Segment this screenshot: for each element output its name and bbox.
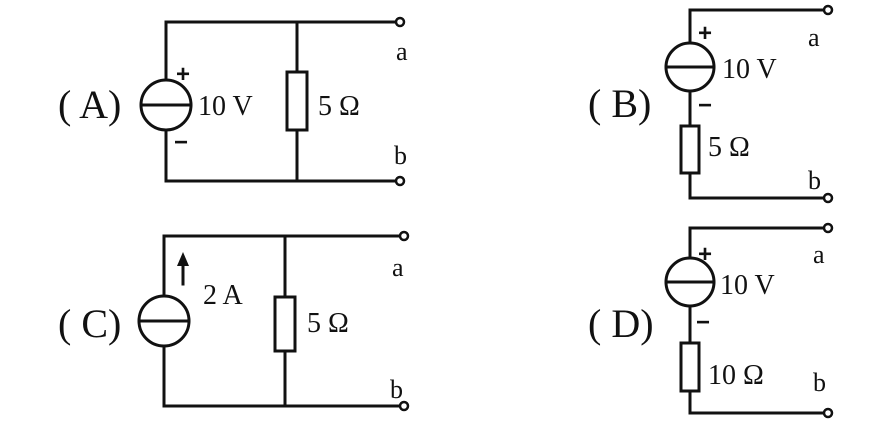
- resistor-icon: [679, 124, 701, 175]
- terminal-b-node: [822, 192, 834, 204]
- source-value: 10 V: [720, 270, 775, 301]
- resistor-value: 5 Ω: [307, 308, 349, 339]
- terminal-a-label: a: [813, 240, 825, 269]
- source-minus-sign: −: [174, 129, 188, 156]
- circuit-b: ( B) + − 10 V 5 Ω a b: [588, 4, 834, 204]
- source-value: 10 V: [722, 54, 777, 85]
- terminal-b-label: b: [390, 375, 403, 404]
- terminal-a-node: [822, 222, 834, 234]
- option-a-label: ( A): [58, 82, 121, 127]
- option-c-label: ( C): [58, 301, 121, 346]
- resistor-value: 5 Ω: [708, 132, 750, 163]
- terminal-b-label: b: [394, 141, 407, 170]
- terminal-b-label: b: [808, 166, 821, 195]
- terminal-a-node: [394, 16, 406, 28]
- source-plus-sign: +: [698, 20, 712, 47]
- terminal-a-node: [398, 230, 410, 242]
- terminal-a-label: a: [396, 37, 408, 66]
- source-value: 10 V: [198, 91, 253, 122]
- circuit-a: ( A) + − 10 V 5 Ω a b: [58, 16, 408, 187]
- source-minus-sign: −: [698, 92, 712, 119]
- circuit-c: ( C) 2 A 5 Ω a b: [58, 230, 410, 412]
- option-b-label: ( B): [588, 81, 651, 126]
- terminal-b-node: [398, 400, 410, 412]
- terminal-b-node: [822, 407, 834, 419]
- circuit-d: ( D) + − 10 V 10 Ω a b: [588, 222, 834, 419]
- resistor-icon: [273, 295, 297, 353]
- terminal-b-label: b: [813, 368, 826, 397]
- resistor-value: 5 Ω: [318, 91, 360, 122]
- resistor-value: 10 Ω: [708, 360, 764, 391]
- arrow-up-icon: [177, 252, 189, 266]
- terminal-a-label: a: [808, 23, 820, 52]
- resistor-icon: [285, 70, 309, 132]
- source-plus-sign: +: [176, 61, 190, 88]
- option-d-label: ( D): [588, 301, 654, 346]
- source-plus-sign: +: [698, 241, 712, 268]
- terminal-b-node: [394, 175, 406, 187]
- terminal-a-node: [822, 4, 834, 16]
- source-value: 2 A: [203, 280, 243, 311]
- terminal-a-label: a: [392, 253, 404, 282]
- resistor-icon: [679, 341, 701, 393]
- source-minus-sign: −: [696, 309, 710, 336]
